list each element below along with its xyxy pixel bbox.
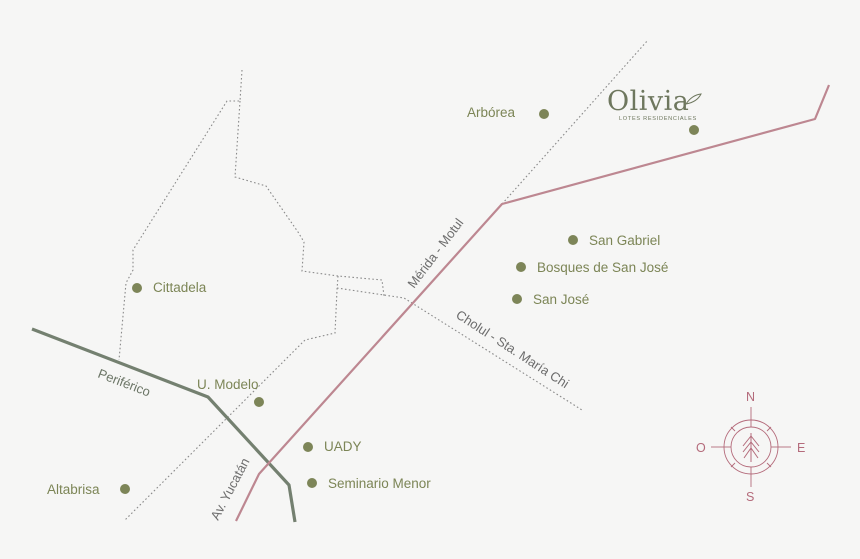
poi-label: UADY — [324, 439, 362, 454]
compass-east: E — [797, 441, 805, 455]
poi-bosques-de-san-jose[interactable]: Bosques de San José — [516, 260, 668, 275]
poi-label: San José — [533, 292, 589, 307]
brand-name: Olivia — [607, 86, 689, 117]
poi-dot — [120, 484, 130, 494]
poi-label: Cittadela — [153, 280, 207, 295]
secondary-roads — [118, 39, 649, 522]
periferico-road — [31, 327, 297, 523]
poi-label: Arbórea — [467, 105, 516, 120]
compass-north: N — [746, 390, 755, 404]
poi-altabrisa[interactable]: Altabrisa — [47, 482, 130, 497]
poi-arborea[interactable]: Arbórea — [467, 105, 549, 120]
poi-dot — [132, 283, 142, 293]
poi-san-gabriel[interactable]: San Gabriel — [568, 233, 660, 248]
poi-label: San Gabriel — [589, 233, 660, 248]
poi-label: Bosques de San José — [537, 260, 668, 275]
poi-label: U. Modelo — [197, 377, 259, 392]
tree-icon — [742, 433, 760, 462]
road-label-av-yucatan: Av. Yucatán — [207, 455, 252, 522]
brand-tagline: LOTES RESIDENCIALES — [619, 116, 697, 122]
poi-label: Seminario Menor — [328, 476, 431, 491]
merida-motul-highway — [235, 84, 831, 522]
poi-dot — [568, 235, 578, 245]
poi-dot — [303, 442, 313, 452]
compass-ring — [711, 407, 791, 487]
poi-dot — [539, 109, 549, 119]
poi-cittadela[interactable]: Cittadela — [132, 280, 207, 295]
poi-u-modelo[interactable]: U. Modelo — [197, 377, 264, 407]
poi-seminario-menor[interactable]: Seminario Menor — [307, 476, 431, 491]
brand-leaf-icon — [684, 93, 702, 105]
poi-san-jose[interactable]: San José — [512, 292, 589, 307]
dotted-road-northwest — [118, 69, 243, 361]
poi-dot — [516, 262, 526, 272]
poi-uady[interactable]: UADY — [303, 439, 362, 454]
poi-dot — [307, 478, 317, 488]
road-label-cholul: Cholul - Sta. María Chi — [453, 307, 572, 391]
compass-west: O — [696, 441, 706, 455]
poi-label: Altabrisa — [47, 482, 100, 497]
poi-dot — [689, 125, 699, 135]
dotted-road-arborea — [501, 39, 649, 205]
olivia-logo: Olivia LOTES RESIDENCIALES — [607, 86, 702, 122]
compass-south: S — [746, 490, 754, 504]
dotted-road-west-link — [123, 275, 339, 522]
poi-olivia[interactable] — [689, 125, 699, 135]
poi-dot — [512, 294, 522, 304]
poi-dot — [254, 397, 264, 407]
compass-rose: N S O E — [696, 390, 805, 504]
dotted-road-north-loop — [234, 100, 385, 297]
